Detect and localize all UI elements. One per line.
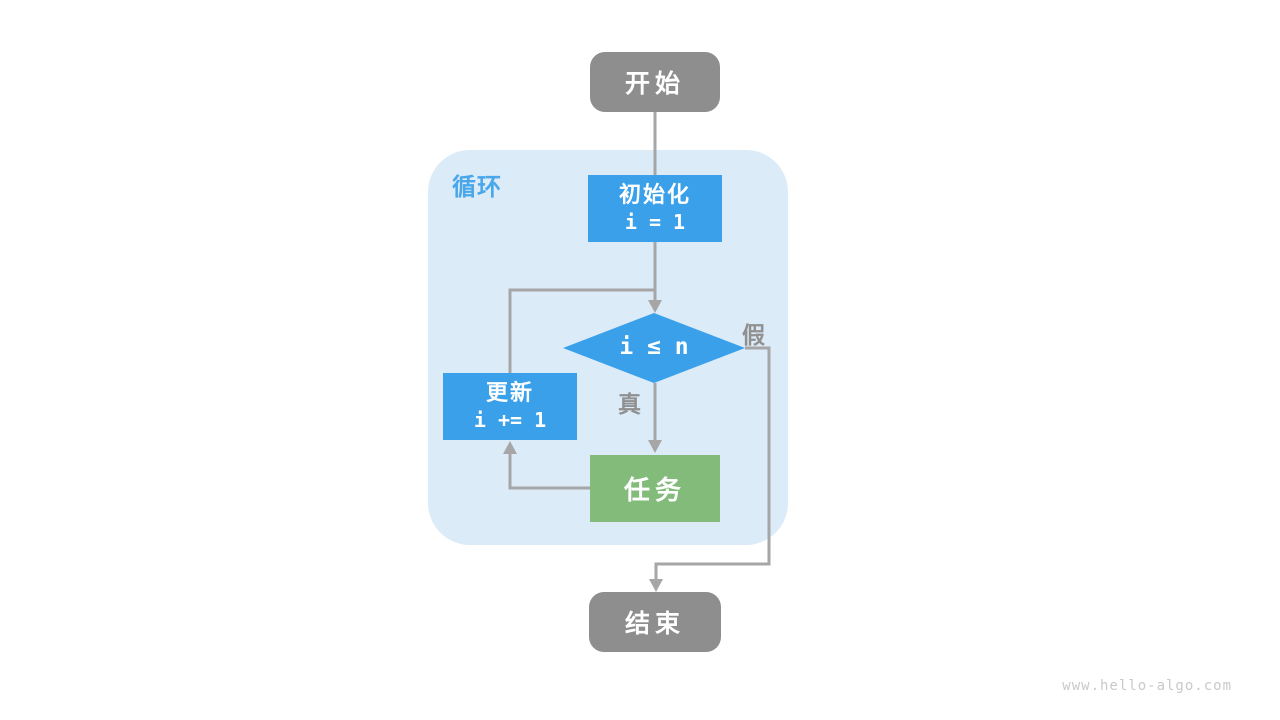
loop-label: 循环	[452, 174, 502, 201]
arrowhead-into-task	[648, 440, 662, 453]
node-task: 任务	[590, 455, 720, 522]
node-update-label: 更新	[485, 380, 534, 406]
node-update-code: i += 1	[473, 407, 547, 432]
node-start-label: 开始	[624, 70, 685, 98]
watermark: www.hello-algo.com	[1062, 678, 1232, 694]
node-start: 开始	[590, 52, 720, 112]
edge-condition-to-end	[654, 346, 771, 583]
node-task-label: 任务	[623, 475, 686, 505]
arrowhead-into-end	[649, 579, 663, 592]
arrowhead-into-update	[503, 441, 517, 454]
branch-label-false: 假	[742, 322, 765, 348]
edge-task-to-update	[508, 451, 590, 490]
branch-label-true: 真	[618, 391, 641, 417]
node-end: 结束	[589, 592, 721, 652]
node-end-label: 结束	[624, 610, 685, 638]
node-init-code: i = 1	[624, 209, 686, 234]
node-init-label: 初始化	[618, 182, 691, 208]
node-condition-code: i ≤ n	[619, 334, 689, 361]
arrowhead-into-condition	[648, 300, 662, 313]
edge-update-loopback	[508, 288, 655, 374]
node-init: 初始化 i = 1	[588, 175, 722, 242]
node-update: 更新 i += 1	[443, 373, 577, 440]
